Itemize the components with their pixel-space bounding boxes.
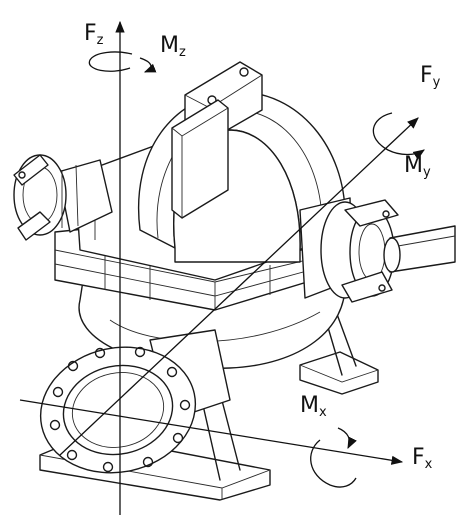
label-fx: Fx [412,445,433,472]
moment-arrow-mz [88,51,157,73]
pipe-flange [39,329,231,474]
axis-y [59,117,419,456]
moment-arrow-mx [310,427,357,488]
label-fy: Fy [420,63,441,90]
svg-text:My: My [404,153,431,180]
moment-arrow-my [372,112,425,160]
center-rib [171,99,229,219]
left-bearing-housing [13,154,113,241]
svg-text:Mx: Mx [300,393,327,420]
label-mz: Mz [160,33,186,60]
flange-bolt-holes [49,346,191,473]
svg-text:Fy: Fy [420,63,441,90]
label-fz: Fz [84,21,104,48]
axis-x [19,399,404,465]
label-my: My [404,153,431,180]
base-foot-rear [299,351,379,395]
pump-shaft [383,225,456,273]
right-bearing-housing [299,197,399,303]
svg-text:Fx: Fx [412,445,433,472]
svg-text:Fz: Fz [84,21,104,48]
svg-text:Mz: Mz [160,33,186,60]
label-mx: Mx [300,393,327,420]
